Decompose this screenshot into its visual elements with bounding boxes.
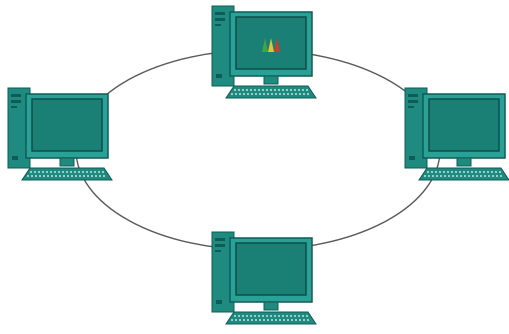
computer-left: [7, 87, 113, 181]
computer-bottom: [211, 231, 317, 325]
computer-top: [211, 5, 317, 99]
computer-right: [404, 87, 509, 181]
logo-icon: [262, 38, 280, 52]
ring-connection: [75, 49, 441, 251]
